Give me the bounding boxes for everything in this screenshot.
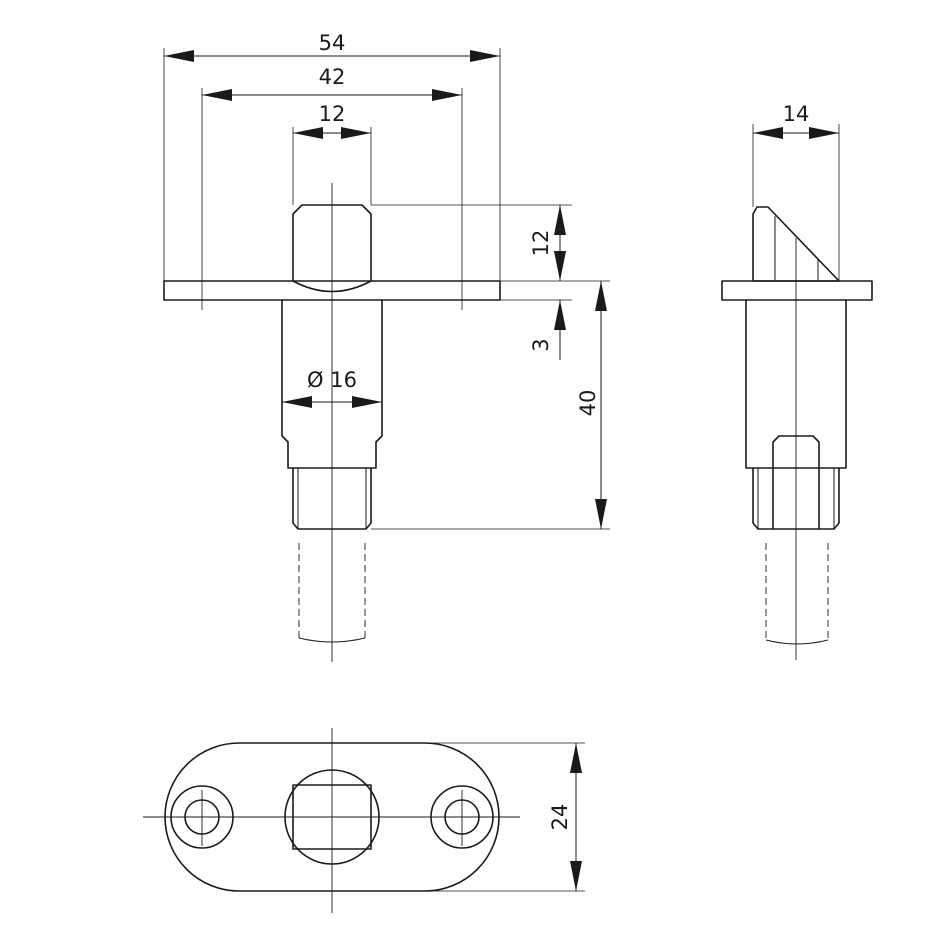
dimension-12-width-label: 12 xyxy=(319,102,346,126)
dimension-14: 14 xyxy=(752,102,840,281)
dimension-54-label: 54 xyxy=(319,31,346,55)
side-shaft xyxy=(752,468,840,530)
dimension-42: 42 xyxy=(202,65,462,101)
bottom-mounting-hole-left-inner xyxy=(184,799,220,835)
side-flange xyxy=(721,280,873,301)
dimension-42-label: 42 xyxy=(319,65,346,89)
front-view xyxy=(163,183,501,662)
dimension-24-label: 24 xyxy=(548,804,572,831)
dimension-40: 40 xyxy=(576,281,607,529)
dimension-diameter-16: Ø 16 xyxy=(282,368,382,408)
bottom-mounting-hole-right-inner xyxy=(444,799,480,835)
front-flange xyxy=(163,280,501,301)
front-phantom-pin-break xyxy=(298,637,366,643)
bottom-view xyxy=(143,728,520,913)
dimension-diameter-16-label: Ø 16 xyxy=(307,368,357,392)
dimension-12-height-label: 12 xyxy=(529,230,553,257)
dimension-12-width: 12 xyxy=(293,102,371,139)
front-shaft xyxy=(292,468,372,530)
side-view xyxy=(721,206,873,660)
bottom-square-drive xyxy=(292,784,372,850)
side-phantom-pin-break xyxy=(765,639,829,645)
bottom-mounting-hole-right xyxy=(430,785,494,849)
bottom-central-boss xyxy=(284,769,380,865)
front-extension-lines xyxy=(163,48,610,530)
dimension-24: 24 xyxy=(425,742,585,892)
bottom-mounting-hole-left xyxy=(170,785,234,849)
dimension-14-label: 14 xyxy=(783,102,810,126)
side-square-drive xyxy=(772,435,820,529)
dimension-12-height: 12 xyxy=(529,205,566,281)
dimension-40-label: 40 xyxy=(576,390,600,417)
front-body xyxy=(281,300,383,469)
front-bolt-head xyxy=(292,204,372,293)
dimension-3-label: 3 xyxy=(529,338,553,351)
dimension-3: 3 xyxy=(529,300,566,360)
dimension-54: 54 xyxy=(164,31,500,62)
